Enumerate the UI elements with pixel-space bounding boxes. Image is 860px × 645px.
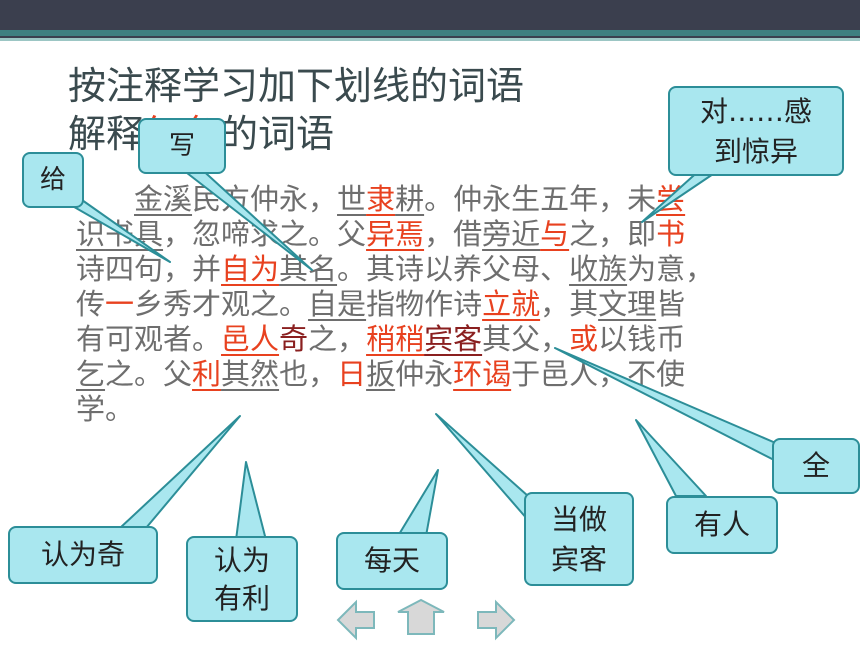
up-arrow-icon[interactable]: [397, 598, 445, 635]
callout-tail-meitian: [397, 469, 439, 537]
slide-navigation: [336, 598, 516, 641]
passage-line-3: 诗四句，并自为其名。其诗以养父母、收族为意，: [76, 252, 715, 286]
callout-tail-xie: [177, 165, 313, 271]
header-divider: [0, 38, 860, 41]
passage-line-6: 乞之。父利其然也，日扳仲永环谒于邑人，不使: [76, 357, 686, 391]
callout-tail-gei: [61, 199, 171, 263]
header-accent-stripe: [0, 30, 860, 36]
callout-tail-dangzuo: [435, 413, 529, 521]
left-arrow-icon[interactable]: [336, 599, 375, 641]
callout-tail-dui: [641, 167, 723, 223]
passage-line-5: 有可观者。邑人奇之，稍稍宾客其父，或以钱币: [76, 322, 686, 356]
callout-tail-youren: [635, 419, 707, 497]
callout-tail-quan: [554, 347, 779, 463]
callout-dang-zuo-bin-ke: 当做 宾客: [524, 492, 634, 586]
callout-ren-wei-qi: 认为奇: [8, 526, 158, 584]
callout-ren-wei-you-li: 认为 有利: [186, 536, 298, 622]
passage-line-4: 传一乡秀才观之。自是指物作诗立就，其文理皆: [76, 287, 686, 321]
classical-passage: 金溪民方仲永，世隶耕。仲永生五年，未尝 识书具，忽啼求之。父异焉，借旁近与之，即…: [76, 182, 796, 427]
callout-mei-tian: 每天: [336, 532, 448, 590]
passage-line-7: 学。: [76, 392, 135, 426]
callout-dui-gan-dao-jing-yi: 对……感 到惊异: [668, 86, 844, 176]
callout-you-ren: 有人: [666, 496, 778, 554]
callout-tail-renweiqi: [119, 415, 241, 529]
callout-gei: 给: [22, 152, 84, 208]
title-line-1: 按注释学习加下划线的词语: [68, 64, 525, 108]
right-arrow-icon[interactable]: [477, 599, 516, 641]
callout-quan: 全: [772, 438, 860, 494]
callout-xie: 写: [138, 118, 226, 174]
passage-line-1: 金溪民方仲永，世隶耕。仲永生五年，未尝: [134, 182, 685, 216]
callout-tail-renwei: [235, 461, 267, 541]
